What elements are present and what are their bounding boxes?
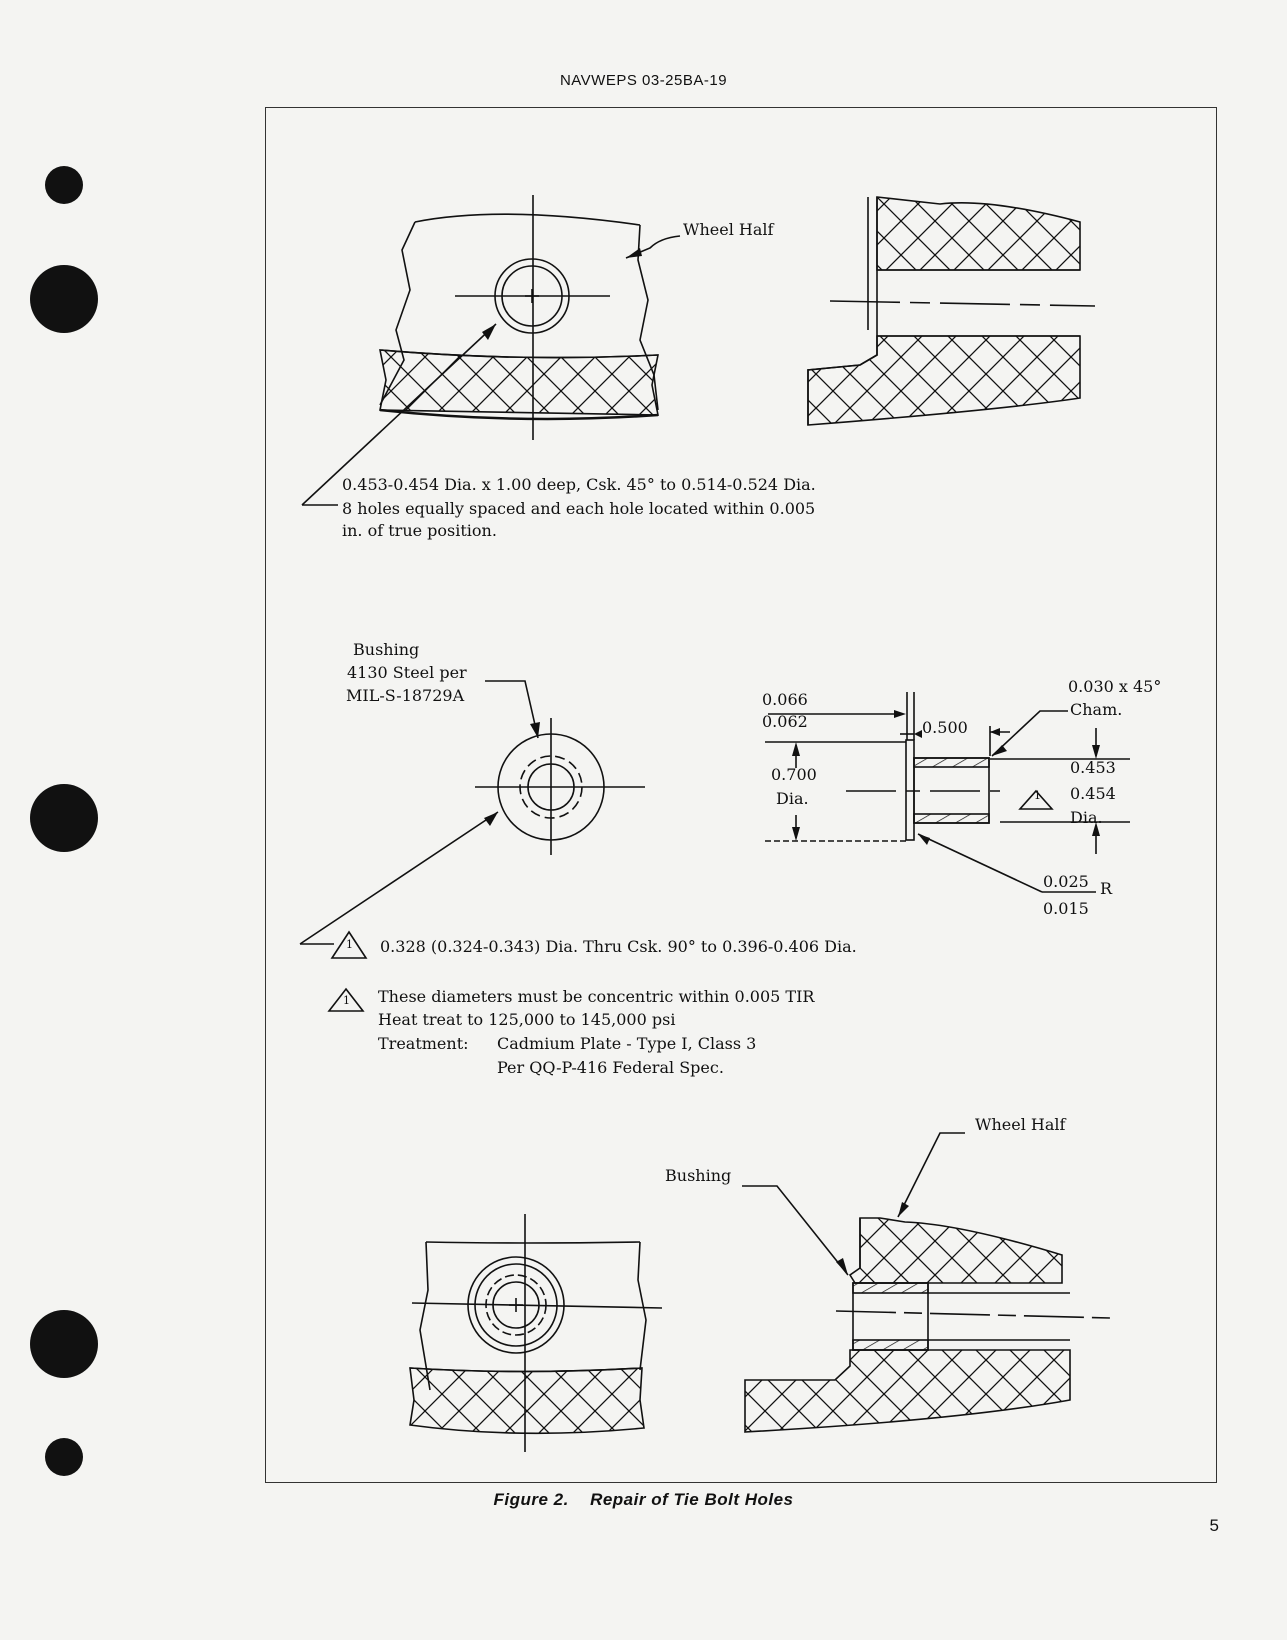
binder-hole [45, 166, 83, 204]
bottom-wheel-half-label: Wheel Half [975, 1115, 1066, 1134]
dim-od-top: 0.700 [771, 765, 817, 784]
bottom-section-view [742, 1132, 1111, 1433]
top-front-view [301, 195, 681, 506]
bottom-front-view [409, 1214, 663, 1452]
top-wheel-half-label: Wheel Half [683, 220, 774, 239]
treatment-line2: Per QQ-P-416 Federal Spec. [497, 1058, 724, 1077]
binder-hole [45, 1438, 83, 1476]
bushing-label: Bushing [353, 640, 420, 659]
figure-frame [265, 107, 1217, 1483]
top-note-line3: in. of true position. [342, 521, 497, 540]
delta-note-icon [327, 789, 1054, 1012]
bushing-section-view [765, 692, 1130, 893]
note-heat-treat: Heat treat to 125,000 to 145,000 psi [378, 1010, 676, 1029]
dim-bore-top: 0.453 [1070, 758, 1116, 777]
cham-bottom: Cham. [1070, 700, 1123, 719]
binder-hole [30, 1310, 98, 1378]
figure-number: Figure 2. [493, 1490, 569, 1509]
thru-note: 0.328 (0.324-0.343) Dia. Thru Csk. 90° t… [380, 937, 857, 956]
treatment-label: Treatment: [378, 1034, 469, 1053]
dim-flange-bottom: 0.062 [762, 712, 808, 731]
radius-unit: R [1100, 879, 1113, 898]
note-concentric: These diameters must be concentric withi… [378, 987, 815, 1006]
bushing-spec: MIL-S-18729A [346, 686, 465, 705]
treatment-line1: Cadmium Plate - Type I, Class 3 [497, 1034, 757, 1053]
page-number: 5 [1209, 1516, 1219, 1535]
dim-flange-top: 0.066 [762, 690, 808, 709]
triangle-number: 1 [346, 938, 353, 951]
radius-bottom: 0.015 [1043, 899, 1089, 918]
figure-caption: Figure 2. Repair of Tie Bolt Holes [0, 1490, 1287, 1510]
cham-top: 0.030 x 45° [1068, 677, 1162, 696]
top-note-line1: 0.453-0.454 Dia. x 1.00 deep, Csk. 45° t… [342, 475, 816, 494]
binder-hole [30, 265, 98, 333]
triangle-number: 1 [343, 994, 350, 1007]
top-note-line2: 8 holes equally spaced and each hole loc… [342, 499, 816, 518]
top-section-view [807, 196, 1096, 426]
figure-title: Repair of Tie Bolt Holes [590, 1490, 794, 1509]
dim-bore-mid: 0.454 [1070, 784, 1116, 803]
dim-length: 0.500 [922, 718, 968, 737]
bushing-end-view [299, 680, 645, 945]
document-header: NAVWEPS 03-25BA-19 [559, 72, 728, 89]
dim-bore-bottom: Dia. [1070, 808, 1103, 827]
binder-hole [30, 784, 98, 852]
dim-od-bottom: Dia. [776, 789, 809, 808]
radius-top: 0.025 [1043, 872, 1089, 891]
bottom-bushing-label: Bushing [665, 1166, 732, 1185]
triangle-number: 1 [1034, 789, 1041, 802]
bushing-material: 4130 Steel per [347, 663, 467, 682]
